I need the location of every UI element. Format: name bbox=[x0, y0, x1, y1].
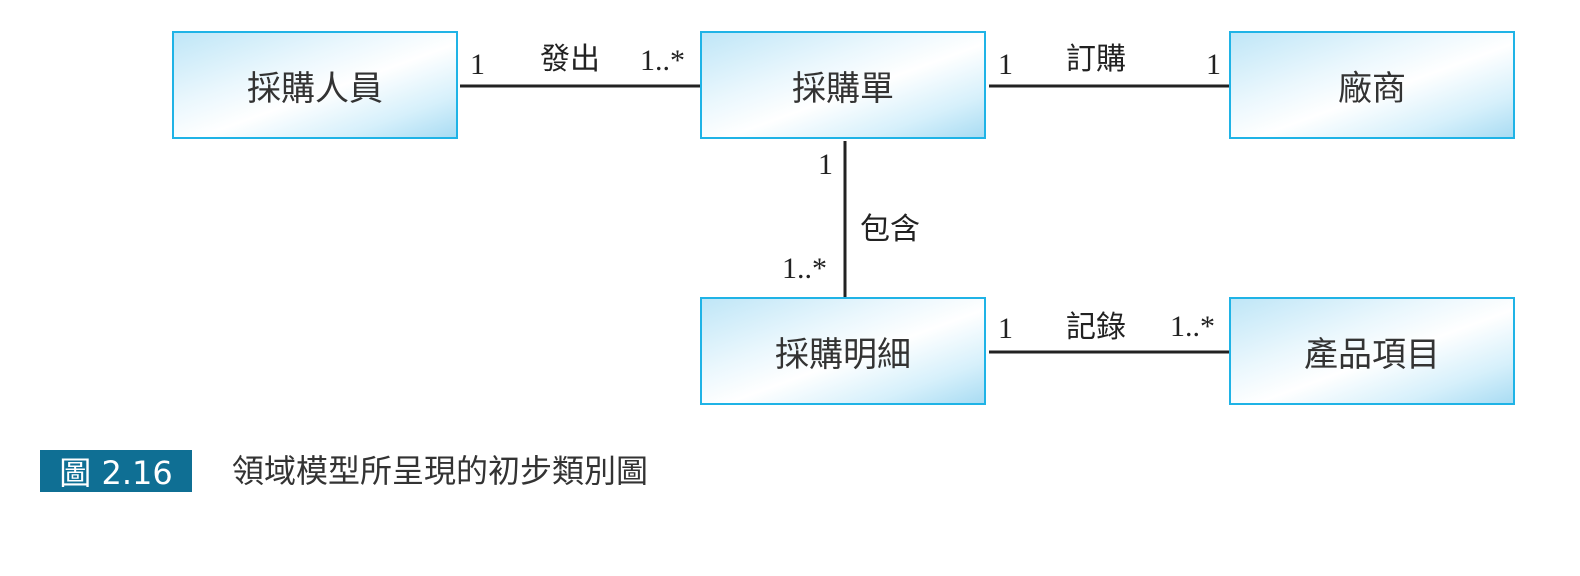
mult-record-from: 1 bbox=[998, 312, 1013, 345]
assoc-label-contain: 包含 bbox=[860, 212, 920, 247]
mult-order-to: 1 bbox=[1206, 48, 1221, 81]
class-name: 廠商 bbox=[1338, 68, 1406, 109]
class-name: 採購明細 bbox=[775, 334, 911, 375]
class-product: 產品項目 bbox=[1229, 297, 1515, 405]
assoc-label-issue: 發出 bbox=[540, 42, 600, 77]
class-name: 產品項目 bbox=[1304, 334, 1440, 375]
mult-order-from: 1 bbox=[998, 48, 1013, 81]
assoc-label-record: 記錄 bbox=[1066, 310, 1126, 345]
class-name: 採購單 bbox=[792, 68, 894, 109]
class-name: 採購人員 bbox=[247, 68, 383, 109]
class-order: 採購單 bbox=[700, 31, 986, 139]
class-detail: 採購明細 bbox=[700, 297, 986, 405]
figure-number-badge: 圖 2.16 bbox=[40, 450, 192, 492]
assoc-label-order: 訂購 bbox=[1066, 42, 1126, 77]
mult-issue-from: 1 bbox=[470, 48, 485, 81]
mult-contain-from: 1 bbox=[818, 148, 833, 181]
mult-record-to: 1..* bbox=[1170, 310, 1215, 343]
figure-number: 圖 2.16 bbox=[59, 454, 173, 492]
class-vendor: 廠商 bbox=[1229, 31, 1515, 139]
figure-caption: 領域模型所呈現的初步類別圖 bbox=[232, 452, 649, 490]
mult-issue-to: 1..* bbox=[640, 44, 685, 77]
mult-contain-to: 1..* bbox=[782, 252, 827, 285]
class-buyer: 採購人員 bbox=[172, 31, 458, 139]
